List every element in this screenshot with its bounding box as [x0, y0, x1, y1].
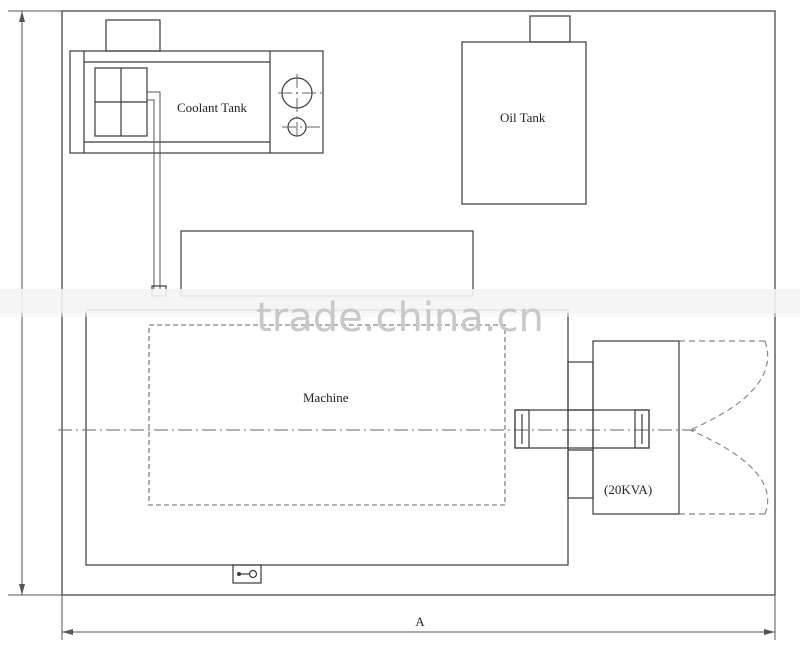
machine-label: Machine — [303, 390, 349, 405]
oil-tank-label: Oil Tank — [500, 110, 546, 125]
watermark-text: trade.china.cn — [256, 295, 544, 341]
machine-upper-housing — [180, 230, 474, 297]
dimension-a-label: A — [415, 614, 425, 629]
coolant-tank-label: Coolant Tank — [177, 100, 247, 115]
dimension-a: A — [61, 595, 776, 640]
floor-connector — [232, 564, 262, 584]
cabinet-doors — [679, 340, 769, 515]
coolant-tank: Coolant Tank — [69, 19, 324, 154]
coolant-pipe — [147, 91, 167, 297]
transformer-cabinet: (20KVA) — [514, 340, 680, 515]
oil-tank: Oil Tank — [461, 15, 587, 205]
watermark: trade.china.cn — [0, 289, 800, 341]
machine: Machine — [85, 309, 569, 566]
transformer-label: (20KVA) — [604, 482, 652, 497]
